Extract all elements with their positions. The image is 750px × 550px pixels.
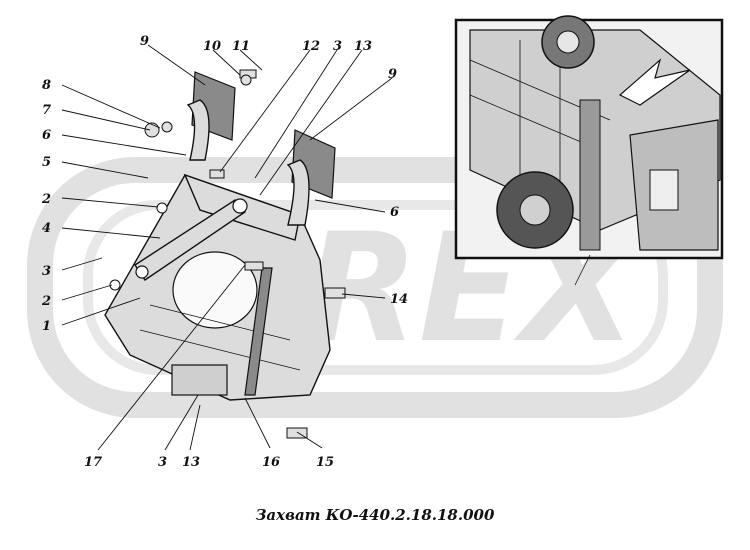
callouts: 1 2 2 3 3 4 5 6 6 7 8 9 9 10 11 12 3 13 … bbox=[41, 34, 408, 470]
callout-7: 7 bbox=[42, 103, 51, 118]
callout-13: 13 bbox=[354, 39, 372, 54]
callout-9: 9 bbox=[388, 67, 397, 82]
callout-6: 6 bbox=[390, 205, 399, 220]
lever-arm-upper bbox=[134, 198, 248, 281]
callout-6: 6 bbox=[42, 128, 51, 143]
callout-1: 1 bbox=[42, 319, 51, 334]
callout-16: 16 bbox=[262, 455, 280, 470]
callout-2: 2 bbox=[41, 192, 51, 207]
callout-3: 3 bbox=[333, 39, 342, 54]
callout-4: 4 bbox=[42, 221, 51, 236]
leader-lines bbox=[61, 44, 393, 451]
callout-11: 11 bbox=[232, 39, 250, 54]
callout-8: 8 bbox=[42, 78, 51, 93]
rod-vertical bbox=[244, 267, 273, 396]
callout-14: 14 bbox=[390, 292, 408, 307]
callout-5: 5 bbox=[42, 155, 51, 170]
callout-12: 12 bbox=[302, 39, 320, 54]
callout-3: 3 bbox=[158, 455, 167, 470]
callout-13: 13 bbox=[182, 455, 200, 470]
grip-pads bbox=[186, 71, 336, 226]
callout-15: 15 bbox=[316, 455, 334, 470]
fasteners bbox=[109, 69, 346, 439]
inset-truck-view bbox=[454, 15, 724, 286]
callout-3: 3 bbox=[42, 264, 51, 279]
diagram-caption: Захват КО-440.2.18.18.000 bbox=[255, 506, 495, 524]
callout-17: 17 bbox=[84, 455, 102, 470]
mechanism-frame bbox=[104, 173, 331, 401]
callout-9: 9 bbox=[140, 34, 149, 49]
callout-2: 2 bbox=[41, 294, 51, 309]
callout-10: 10 bbox=[203, 39, 221, 54]
